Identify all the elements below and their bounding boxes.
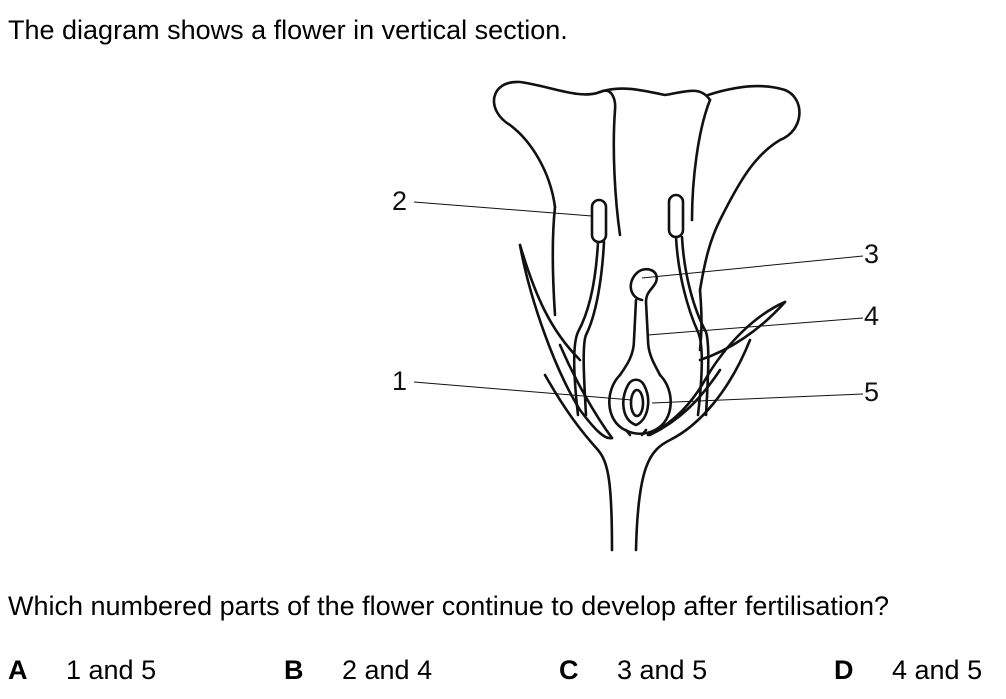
sepals-receptacle (518, 243, 787, 552)
flower-vertical-section-drawing: 1 2 3 4 5 (392, 80, 879, 552)
option-text: 4 and 5 (892, 655, 983, 685)
option-text: 2 and 4 (342, 655, 433, 685)
label-5: 5 (864, 377, 879, 407)
label-3: 3 (864, 239, 879, 269)
option-c[interactable]: C 3 and 5 (559, 652, 707, 688)
option-text: 3 and 5 (617, 655, 708, 685)
answer-options: A 1 and 5 B 2 and 4 C 3 and 5 D 4 and 5 (8, 652, 1004, 692)
number-labels: 1 2 3 4 5 (392, 186, 879, 407)
label-1: 1 (392, 366, 407, 396)
option-a[interactable]: A 1 and 5 (8, 652, 156, 688)
label-2: 2 (392, 186, 407, 216)
label-4: 4 (864, 301, 879, 331)
option-d[interactable]: D 4 and 5 (834, 652, 982, 688)
option-letter: A (8, 655, 28, 685)
option-letter: D (834, 655, 854, 685)
flower-diagram: 1 2 3 4 5 (380, 70, 900, 560)
question-text: Which numbered parts of the flower conti… (8, 591, 889, 621)
carpel (608, 268, 672, 437)
stamens (572, 193, 710, 417)
option-letter: C (559, 655, 579, 685)
option-b[interactable]: B 2 and 4 (284, 652, 432, 688)
intro-text: The diagram shows a flower in vertical s… (8, 15, 568, 45)
leader-lines (413, 201, 864, 404)
option-text: 1 and 5 (66, 655, 157, 685)
option-letter: B (284, 655, 304, 685)
